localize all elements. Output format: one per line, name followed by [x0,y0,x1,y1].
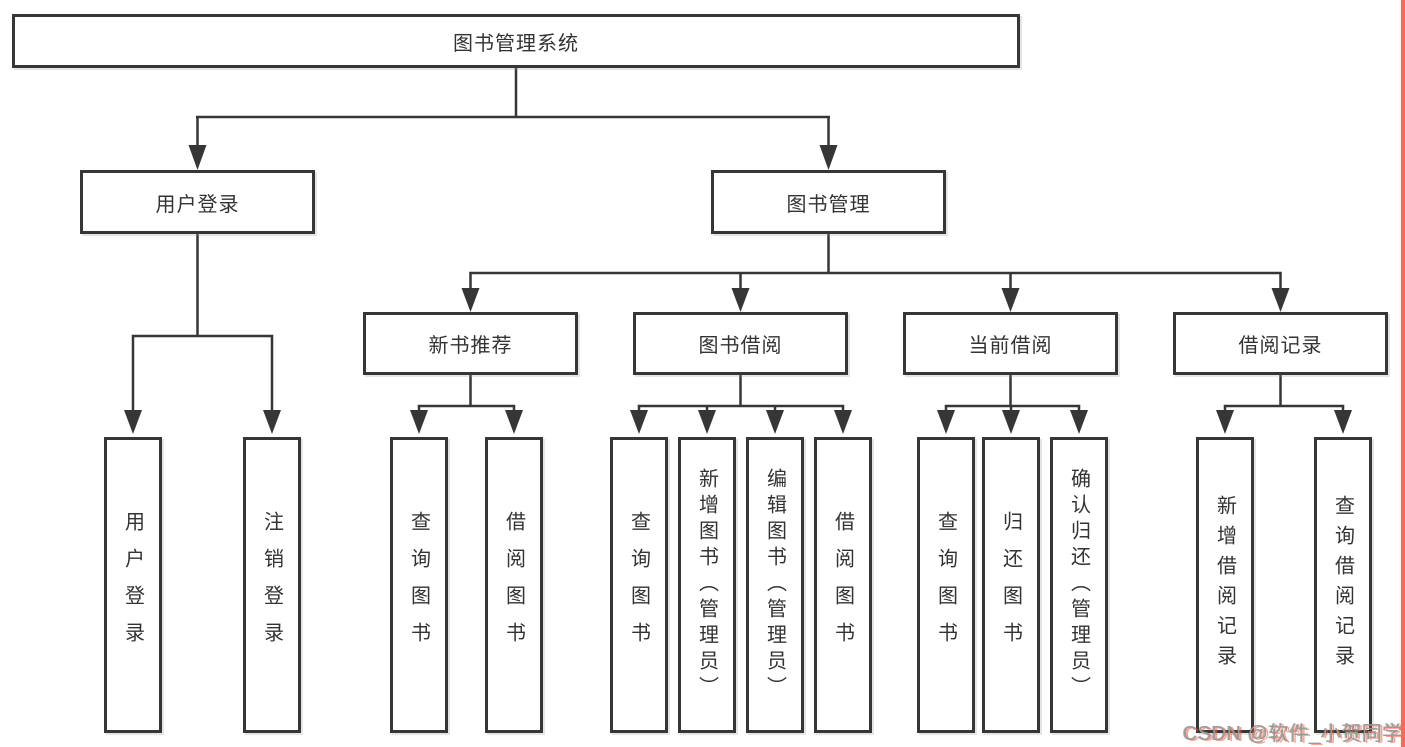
connector-borrow-record-subtree [1223,374,1345,411]
leaf-add-borrow-record: 新增借阅记录 [1196,437,1254,733]
connector-book-borrow-subtree [637,374,845,411]
watermark: CSDN @软件_小贺同学 [1183,723,1404,745]
leaf-edit-book-admin: 编辑图书（管理员） [746,437,804,733]
connector-new-book-subtree [417,374,516,411]
arrowheads-level3 [461,288,1290,312]
connector-current-borrow-subtree [944,374,1081,411]
leaf-query-book-current: 查询图书 [917,437,975,733]
node-user-login: 用户登录 [80,170,315,234]
leaf-user-login: 用户登录 [104,437,162,733]
connector-user-login-subtree [131,233,274,411]
arrowheads-leaf-row [124,410,1352,434]
connector-book-mgmt-to-level3 [469,233,1282,289]
leaf-logout: 注销登录 [243,437,301,733]
leaf-borrow-book-recommend: 借阅图书 [485,437,543,733]
node-new-book-recommend: 新书推荐 [363,312,578,375]
node-book-borrow: 图书借阅 [633,312,848,375]
edge-accent-strip [1401,0,1405,747]
node-current-borrow: 当前借阅 [903,312,1118,375]
leaf-query-book-borrow: 查询图书 [610,437,668,733]
node-root: 图书管理系统 [12,14,1020,68]
leaf-query-borrow-record: 查询借阅记录 [1314,437,1372,733]
node-book-mgmt: 图书管理 [711,170,946,234]
leaf-confirm-return-admin: 确认归还（管理员） [1050,437,1108,733]
connector-root-to-level2 [196,67,830,147]
node-borrow-record: 借阅记录 [1173,312,1388,375]
arrowheads-level2 [188,145,838,170]
leaf-add-book-admin: 新增图书（管理员） [678,437,736,733]
leaf-query-book-recommend: 查询图书 [390,437,448,733]
leaf-borrow-book: 借阅图书 [814,437,872,733]
leaf-return-book: 归还图书 [982,437,1040,733]
